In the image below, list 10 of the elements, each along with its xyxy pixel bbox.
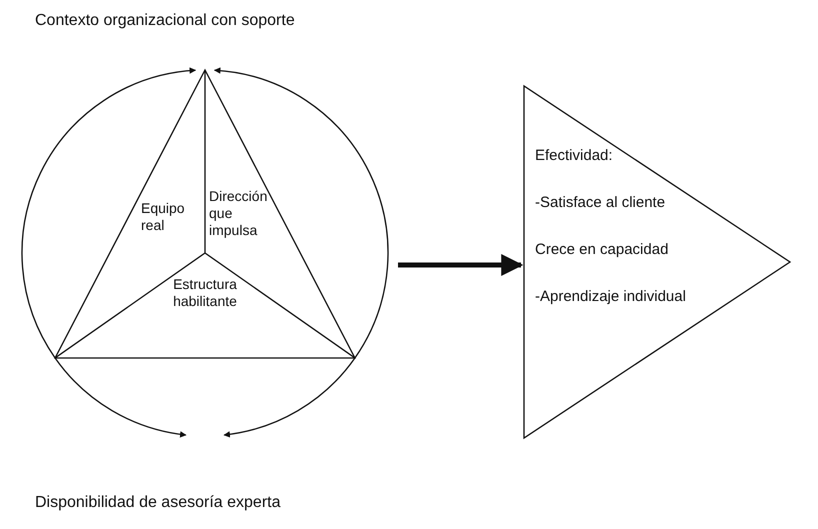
caption-label: Disponibilidad de asesoría experta — [35, 494, 280, 512]
heading-text: Efectividad: — [535, 147, 613, 165]
arrow — [398, 254, 524, 276]
outcome-text: Crece en capacidad — [535, 241, 668, 259]
outcome-text: -Satisface al cliente — [535, 194, 666, 212]
outcome-text: -Aprendizaje individual — [535, 288, 686, 306]
caption-label: Contexto organizacional con soporte — [35, 12, 295, 30]
section-label: Estructura habilitante — [172, 276, 238, 310]
section-label: Equipo real — [141, 200, 186, 234]
section-label: Dirección que impulsa — [209, 188, 268, 239]
